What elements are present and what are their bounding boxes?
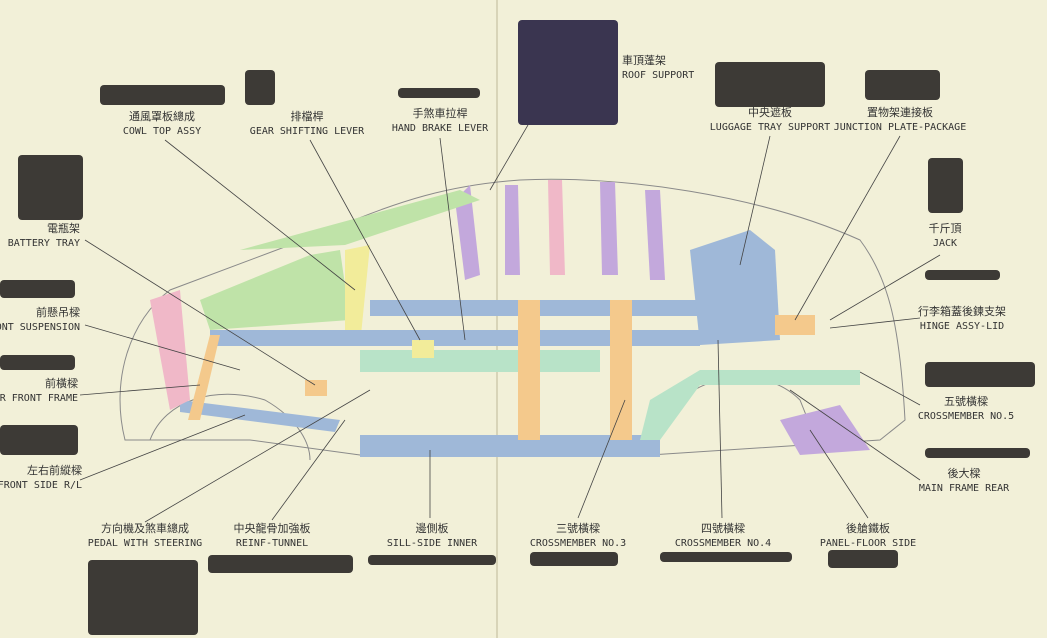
front-frame-part xyxy=(188,335,220,420)
label-zh: 置物架連接板 xyxy=(866,106,933,119)
front-side-photo xyxy=(0,425,78,455)
label-en: R FRONT SIDE R/L xyxy=(0,480,82,491)
label-en: LUGGAGE TRAY SUPPORT xyxy=(709,122,831,133)
label-sill-side: 邊側板 SILL-SIDE INNER xyxy=(387,521,477,551)
label-luggage-tray: 中央遮板 LUGGAGE TRAY SUPPORT xyxy=(710,105,830,135)
label-hand-brake: 手煞車拉桿 HAND BRAKE LEVER xyxy=(392,106,488,136)
tunnel-part xyxy=(360,350,600,372)
label-zh: 左右前縱樑 xyxy=(27,464,82,477)
label-panel-floor-side: 後艙鐵板 PANEL-FLOOR SIDE xyxy=(820,521,916,551)
crossmember-3 xyxy=(518,300,540,440)
pillar-part xyxy=(240,190,480,250)
label-pedal-steering: 方向機及煞車總成 PEDAL WITH STEERING xyxy=(88,521,202,551)
hinge-photo xyxy=(925,270,1000,280)
label-cowl-top: 通風罩板總成 COWL TOP ASSY xyxy=(123,109,201,139)
label-crossmember-3: 三號橫樑 CROSSMEMBER NO.3 xyxy=(530,521,626,551)
label-zh: 車頂蓬架 xyxy=(622,54,666,67)
label-reinf-tunnel: 中央龍骨加強板 REINF-TUNNEL xyxy=(234,521,311,551)
dash-part xyxy=(345,245,370,345)
label-en: SILL-SIDE INNER xyxy=(386,538,478,549)
label-en: MAIN FRAME REAR xyxy=(918,483,1010,494)
label-crossmember-5: 五號橫樑 CROSSMEMBER NO.5 xyxy=(918,394,1014,424)
battery-tray-photo xyxy=(18,155,83,220)
leader-lines xyxy=(79,124,941,523)
label-zh: 手煞車拉桿 xyxy=(412,107,468,120)
cowl-top-photo xyxy=(100,85,225,105)
label-zh: 後大樑 xyxy=(947,467,981,480)
label-en: RONT SUSPENSION xyxy=(0,322,80,333)
label-zh: 電瓶架 xyxy=(47,222,80,235)
crossmember-4-photo xyxy=(660,552,792,562)
label-zh: 通風罩板總成 xyxy=(129,110,195,123)
label-zh: 行李箱蓋後鍊支架 xyxy=(918,305,1006,318)
jack-photo xyxy=(928,158,963,213)
label-en: PANEL-FLOOR SIDE xyxy=(819,538,917,549)
label-roof-support: 車頂蓬架 ROOF SUPPORT xyxy=(622,53,694,83)
label-zh: 四號橫樑 xyxy=(700,522,745,535)
label-zh: 五號橫樑 xyxy=(943,395,988,408)
main-frame-rear-part xyxy=(640,370,860,440)
front-frame-photo xyxy=(0,355,75,370)
battery-tray-part xyxy=(305,380,327,396)
label-en: CROSSMEMBER NO.3 xyxy=(529,538,627,549)
junction-plate-photo xyxy=(865,70,940,100)
label-en: BATTERY TRAY xyxy=(7,238,80,249)
label-gear-shifting: 排檔桿 GEAR SHIFTING LEVER xyxy=(250,109,364,139)
hand-brake-photo xyxy=(398,88,480,98)
label-en: COWL TOP ASSY xyxy=(122,126,202,137)
label-crossmember-4: 四號橫樑 CROSSMEMBER NO.4 xyxy=(675,521,771,551)
label-zh: 中央遮板 xyxy=(747,106,792,119)
label-hinge: 行李箱蓋後鍊支架 HINGE ASSY-LID xyxy=(918,304,1006,334)
cowl-top-part xyxy=(200,250,350,330)
gear-lever-part xyxy=(412,340,434,358)
label-zh: 前懸吊樑 xyxy=(36,306,80,319)
label-en: ROOF SUPPORT xyxy=(622,70,695,81)
label-jack: 千斤頂 JACK xyxy=(929,221,962,251)
label-zh: 中央龍骨加強板 xyxy=(233,522,311,535)
label-zh: 三號橫樑 xyxy=(555,522,600,535)
roof-supports xyxy=(455,180,665,280)
label-front-frame: 前橫樑 BER FRONT FRAME xyxy=(0,376,78,406)
label-battery-tray: 電瓶架 BATTERY TRAY xyxy=(8,221,80,251)
label-en: GEAR SHIFTING LEVER xyxy=(249,126,365,137)
label-zh: 方向機及煞車總成 xyxy=(100,522,189,535)
label-main-frame-rear: 後大樑 MAIN FRAME REAR xyxy=(919,466,1009,496)
label-zh: 前橫樑 xyxy=(45,377,78,390)
label-en: BER FRONT FRAME xyxy=(0,393,78,404)
label-en: JUNCTION PLATE-PACKAGE xyxy=(833,122,967,133)
label-zh: 排檔桿 xyxy=(290,110,324,123)
label-en: PEDAL WITH STEERING xyxy=(87,538,203,549)
main-frame-rear-photo xyxy=(925,448,1030,458)
luggage-tray-part xyxy=(690,230,780,345)
label-en: HAND BRAKE LEVER xyxy=(391,123,489,134)
crossmember-4 xyxy=(610,300,632,440)
label-en: REINF-TUNNEL xyxy=(235,538,309,549)
crossmember-5-photo xyxy=(925,362,1035,387)
front-suspension-photo xyxy=(0,280,75,298)
label-zh: 邊側板 xyxy=(415,522,449,535)
front-side-member xyxy=(180,400,340,432)
label-front-suspension: 前懸吊樑 RONT SUSPENSION xyxy=(0,305,80,335)
label-en: JACK xyxy=(932,238,958,249)
crossmember-3-photo xyxy=(530,552,618,566)
label-en: CROSSMEMBER NO.4 xyxy=(674,538,772,549)
sill-part xyxy=(360,435,660,457)
sill-side-photo xyxy=(368,555,496,565)
luggage-tray-photo xyxy=(715,62,825,107)
reinf-tunnel-photo xyxy=(208,555,353,573)
label-zh: 千斤頂 xyxy=(928,222,962,235)
roof-support-photo xyxy=(518,20,618,125)
label-junction-plate: 置物架連接板 JUNCTION PLATE-PACKAGE xyxy=(834,105,966,135)
panel-floor-side-part xyxy=(780,405,870,455)
label-en: CROSSMEMBER NO.5 xyxy=(917,411,1015,422)
front-wheel-arch xyxy=(149,393,311,461)
label-zh: 後艙鐵板 xyxy=(845,522,890,535)
label-en: HINGE ASSY-LID xyxy=(919,321,1005,332)
junction-plate-part xyxy=(775,315,815,335)
pedal-steering-photo xyxy=(88,560,198,635)
label-front-side: 左右前縱樑 R FRONT SIDE R/L xyxy=(0,463,82,493)
gear-lever-photo xyxy=(245,70,275,105)
upper-rail xyxy=(210,330,700,346)
panel-floor-photo xyxy=(828,550,898,568)
